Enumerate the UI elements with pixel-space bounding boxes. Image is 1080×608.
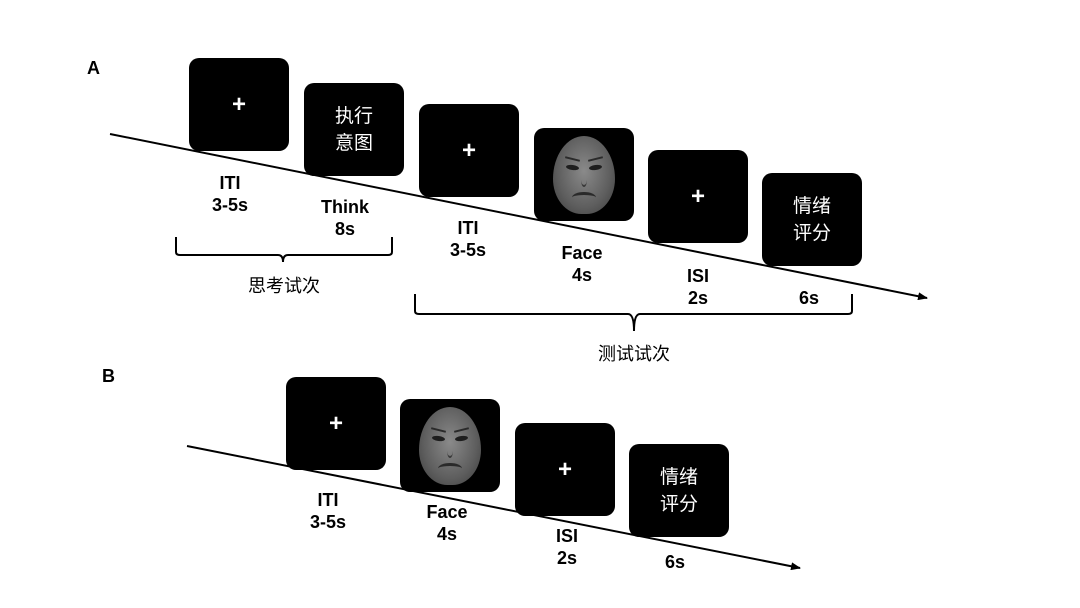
think-prompt-line-2: 意图 <box>334 131 373 154</box>
screen-a-iti-fixation: + <box>189 58 289 151</box>
label-a-iti: ITI 3-5s <box>185 172 275 216</box>
label-a-iti2: ITI 3-5s <box>423 217 513 261</box>
screen-a-isi-fixation: + <box>648 150 748 243</box>
brace-think <box>175 237 393 263</box>
label-a-isi: ISI 2s <box>653 265 743 309</box>
label-name: ITI <box>219 173 241 193</box>
label-name: ISI <box>686 266 709 286</box>
brace-test <box>414 294 853 332</box>
fixation-cross: + <box>690 182 705 210</box>
label-b-iti: ITI 3-5s <box>283 489 373 533</box>
screen-a-face <box>534 128 634 221</box>
label-a-face: Face 4s <box>537 242 627 286</box>
label-duration: 6s <box>664 552 686 572</box>
label-b-face: Face 4s <box>402 501 492 545</box>
screen-b-face <box>400 399 500 492</box>
label-duration: 3-5s <box>309 512 347 532</box>
fixation-cross: + <box>231 90 246 118</box>
panel-letter-b: B <box>102 366 115 386</box>
screen-a-rating: 情绪 评分 <box>762 173 862 266</box>
rating-line-2: 评分 <box>792 221 831 244</box>
label-duration: 4s <box>571 265 593 285</box>
screen-a-think-prompt: 执行 意图 <box>304 83 404 176</box>
think-prompt-line-1: 执行 <box>334 104 373 127</box>
face-image <box>553 135 615 214</box>
label-duration: 2s <box>556 548 578 568</box>
label-name: ITI <box>457 218 479 238</box>
screen-a-iti2-fixation: + <box>419 104 519 197</box>
brace-test-label: 测试试次 <box>598 344 670 365</box>
label-a-think: Think 8s <box>300 196 390 240</box>
face-image <box>419 406 481 485</box>
rating-line-1: 情绪 <box>659 465 698 488</box>
label-duration: 3-5s <box>211 195 249 215</box>
fixation-cross: + <box>328 409 343 437</box>
label-duration: 8s <box>334 219 356 239</box>
label-duration: 6s <box>798 288 820 308</box>
label-duration: 4s <box>436 524 458 544</box>
screen-b-isi-fixation: + <box>515 423 615 516</box>
label-name: Face <box>561 243 603 263</box>
label-name: Think <box>321 197 369 217</box>
timeline-arrow-a <box>109 133 928 301</box>
label-name: ITI <box>317 490 339 510</box>
fixation-cross: + <box>461 136 476 164</box>
screen-b-iti-fixation: + <box>286 377 386 470</box>
label-b-isi: ISI 2s <box>522 525 612 569</box>
label-name: Face <box>426 502 468 522</box>
label-duration: 2s <box>687 288 709 308</box>
rating-line-2: 评分 <box>659 492 698 515</box>
label-b-rating: 6s <box>630 551 720 573</box>
rating-line-1: 情绪 <box>792 194 831 217</box>
label-name: ISI <box>555 526 578 546</box>
label-duration: 3-5s <box>449 240 487 260</box>
screen-b-rating: 情绪 评分 <box>629 444 729 537</box>
label-a-rating: 6s <box>764 287 854 309</box>
fixation-cross: + <box>557 455 572 483</box>
panel-letter-a: A <box>87 58 100 78</box>
brace-think-label: 思考试次 <box>248 276 320 297</box>
